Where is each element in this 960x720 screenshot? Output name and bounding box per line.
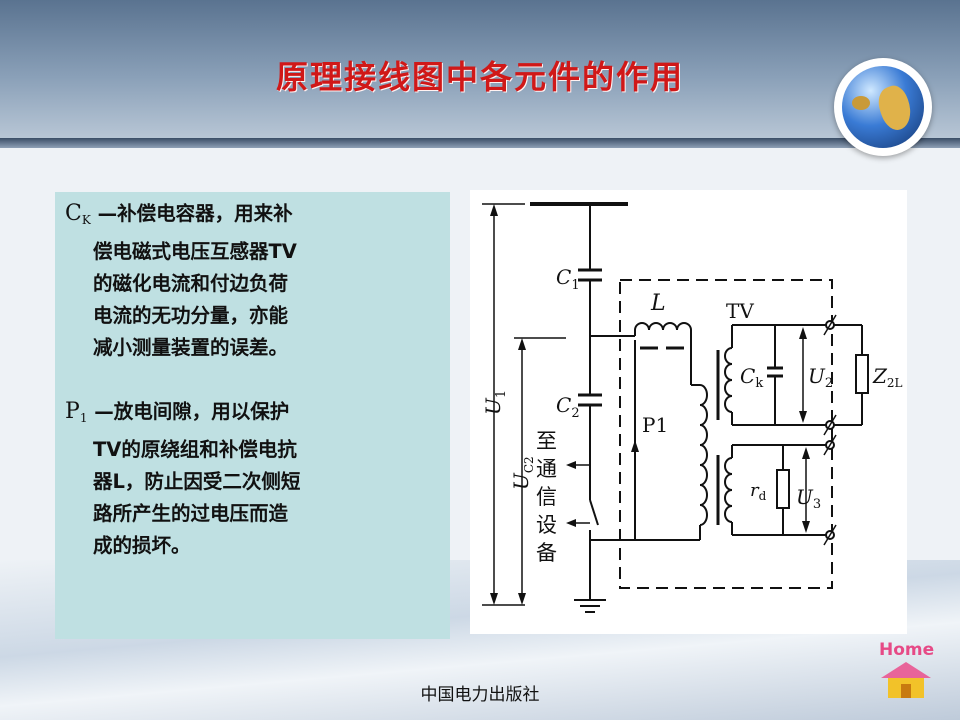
p1-description: P1 —放电间隙，用以保护 TV的原绕组和补偿电抗 器L，防止因受二次侧短 路所… <box>65 396 445 562</box>
p1-label: P1 <box>642 413 668 437</box>
header-divider <box>0 138 960 148</box>
svg-text:通: 通 <box>536 457 557 481</box>
c2-label: C2 <box>556 393 580 421</box>
slide-header <box>0 0 960 140</box>
p1-line: 路所产生的过电压而造 <box>93 502 289 525</box>
p1-line: 器L，防止因受二次侧短 <box>93 470 301 493</box>
p1-subscript: 1 <box>79 411 88 425</box>
globe-logo-icon <box>834 58 932 156</box>
home-label[interactable]: Home <box>879 640 935 660</box>
u3-label: U3 <box>796 485 821 512</box>
circuit-diagram: U1 UC2 C1 C2 L TV P1 Ck U2 Z2L rd U3 至 通… <box>470 190 907 634</box>
l-label: L <box>650 291 666 316</box>
svg-text:备: 备 <box>536 541 557 565</box>
tv-label: TV <box>726 299 754 323</box>
p1-first-line: —放电间隙，用以保护 <box>94 400 290 423</box>
p1-line: TV的原绕组和补偿电抗 <box>93 438 297 461</box>
comm-label: 至 通 信 设 备 <box>536 429 557 565</box>
ck-line: 电流的无功分量，亦能 <box>93 304 289 327</box>
svg-text:至: 至 <box>536 429 557 453</box>
svg-text:信: 信 <box>536 485 557 509</box>
p1-line: 成的损坏。 <box>93 534 191 557</box>
ck-line: 偿电磁式电压互感器TV <box>93 240 297 263</box>
svg-text:设: 设 <box>536 513 557 537</box>
ck-line: 减小测量装置的误差。 <box>93 336 289 359</box>
z2l-load <box>855 354 869 394</box>
ck-first-line: —补偿电容器，用来补 <box>97 202 293 225</box>
house-icon[interactable] <box>881 662 931 698</box>
c1-label: C1 <box>556 265 580 293</box>
tv-primary-winding <box>699 384 708 526</box>
uc2-label: UC2 <box>509 456 536 490</box>
explanation-panel: CK —补偿电容器，用来补 偿电磁式电压互感器TV 的磁化电流和付边负荷 电流的… <box>55 192 450 639</box>
tv-secondary-winding <box>724 347 733 413</box>
slide-title: 原理接线图中各元件的作用 <box>275 58 684 96</box>
inductor-l <box>634 322 692 331</box>
ck-line: 的磁化电流和付边负荷 <box>93 272 289 295</box>
ck-symbol: C <box>65 201 82 226</box>
ck-label: Ck <box>740 364 763 391</box>
switch <box>589 499 599 526</box>
u2-label: U2 <box>808 364 833 391</box>
ck-description: CK —补偿电容器，用来补 偿电磁式电压互感器TV 的磁化电流和付边负荷 电流的… <box>65 198 445 364</box>
publisher-footer: 中国电力出版社 <box>420 685 540 705</box>
home-button[interactable]: Home <box>877 640 941 700</box>
circuit-svg: U1 UC2 C1 C2 L TV P1 Ck U2 Z2L rd U3 至 通… <box>481 202 903 613</box>
z2l-label: Z2L <box>872 364 903 390</box>
tv-enclosure <box>619 279 833 589</box>
u1-label: U1 <box>481 390 509 415</box>
rd-label: rd <box>750 480 767 503</box>
ck-subscript: K <box>81 213 91 227</box>
rd-resistor <box>776 469 790 509</box>
p1-symbol: P <box>65 399 80 424</box>
tv-tertiary-winding <box>724 457 733 523</box>
